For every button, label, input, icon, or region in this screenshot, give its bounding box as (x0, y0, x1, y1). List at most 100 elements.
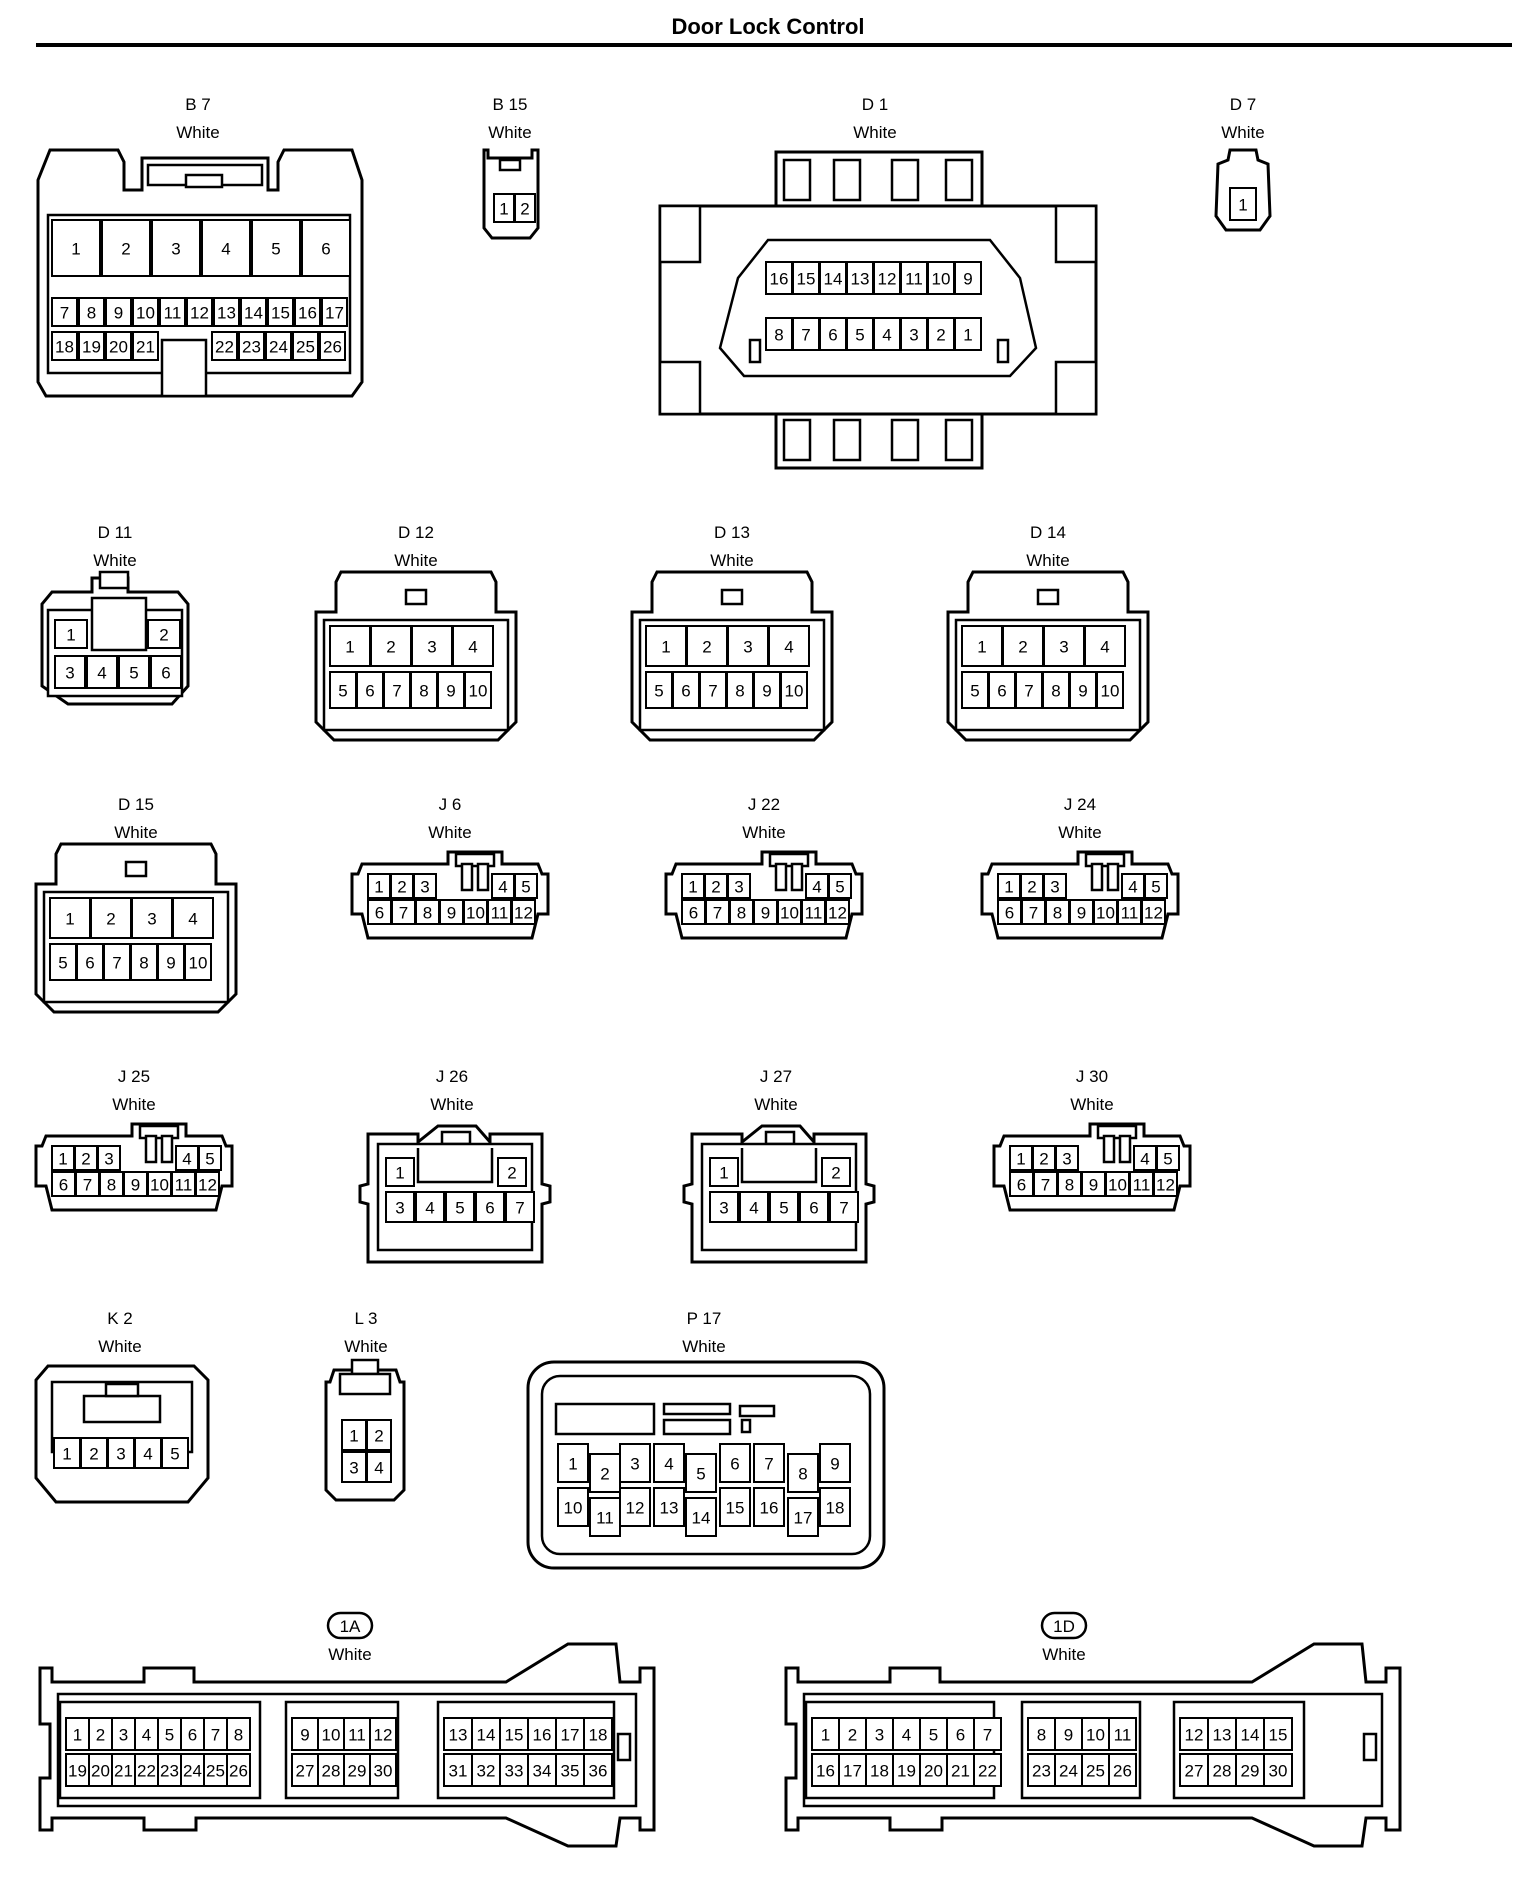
pin-cavity (739, 1191, 769, 1223)
pin-number: 31 (449, 1762, 468, 1781)
pin-cavity (366, 1419, 392, 1451)
lock-window (662, 1418, 732, 1436)
pin-number: 9 (114, 304, 123, 323)
pin-number: 5 (271, 240, 280, 259)
lock-arm (790, 862, 804, 892)
pin-cavity (645, 671, 673, 709)
pin-cavity (251, 219, 301, 277)
pin-number: 14 (244, 304, 263, 323)
pin-number: 23 (160, 1762, 179, 1781)
pin-cavity (150, 655, 182, 689)
pin-number: 6 (188, 1726, 197, 1745)
pin-number: 2 (936, 326, 945, 345)
lock-arm (1090, 862, 1104, 892)
pin-cavity (51, 297, 78, 327)
connector-id: J 24 (1064, 795, 1096, 814)
lock-latch (498, 158, 522, 172)
pin-number: 24 (269, 338, 288, 357)
pin-cavity (452, 625, 494, 667)
pin-number: 1 (395, 1164, 404, 1183)
pin-number: 3 (630, 1455, 639, 1474)
pin-number: 6 (828, 326, 837, 345)
pin-number: 8 (1051, 682, 1060, 701)
pin-number: 12 (1185, 1726, 1204, 1745)
connector-id: D 14 (1030, 523, 1066, 542)
pin-cavity (471, 1753, 501, 1787)
pin-cavity (80, 1437, 108, 1469)
pin-number: 3 (427, 638, 436, 657)
pin-cavity (226, 1717, 251, 1751)
pin-number: 7 (515, 1199, 524, 1218)
pin-cavity (583, 1717, 613, 1751)
pin-number: 9 (300, 1726, 309, 1745)
pin-number: 29 (1241, 1762, 1260, 1781)
key-slot (416, 1148, 494, 1184)
pin-number: 23 (242, 338, 261, 357)
pin-number: 11 (905, 270, 923, 289)
pin-number: 1 (963, 326, 972, 345)
lock-latch (1036, 588, 1060, 606)
pin-number: 6 (956, 1726, 965, 1745)
latch-window (782, 418, 812, 462)
pin-number: 5 (1163, 1150, 1172, 1169)
lock-arm (338, 1372, 392, 1396)
pin-number: 5 (654, 682, 663, 701)
pin-number: 7 (713, 904, 722, 923)
pin-number: 9 (166, 954, 175, 973)
pin-number: 3 (1059, 638, 1068, 657)
pin-cavity (753, 1487, 785, 1527)
pin-cavity (699, 671, 727, 709)
pin-number: 5 (855, 326, 864, 345)
pin-cavity (954, 261, 982, 295)
pin-cavity (1108, 1753, 1137, 1787)
pin-number: 32 (477, 1762, 496, 1781)
connector-id: J 22 (748, 795, 780, 814)
pin-cavity (1263, 1753, 1293, 1787)
pin-number: 11 (805, 904, 823, 923)
pin-number: 1 (661, 638, 670, 657)
pin-cavity (265, 331, 292, 361)
connector-id: J 6 (439, 795, 462, 814)
pin-number: 14 (692, 1509, 711, 1528)
pin-cavity (865, 1717, 894, 1751)
pin-number: 5 (338, 682, 347, 701)
pin-number: 6 (365, 682, 374, 701)
pin-number: 2 (121, 240, 130, 259)
pin-number: 11 (164, 304, 182, 323)
pin-number: 2 (374, 1427, 383, 1446)
side-rail (658, 204, 702, 264)
pin-cavity (799, 1191, 829, 1223)
guide-pin (748, 338, 762, 364)
lock-latch (764, 1130, 796, 1146)
pin-cavity (195, 1171, 220, 1197)
pin-cavity (846, 261, 874, 295)
pin-number: 1 (345, 638, 354, 657)
pin-cavity (653, 1443, 685, 1483)
pin-cavity (961, 671, 989, 709)
pin-number: 9 (1064, 1726, 1073, 1745)
pin-number: 12 (828, 904, 847, 923)
pin-number: 9 (447, 904, 456, 923)
pin-cavity (780, 671, 808, 709)
pin-cavity (101, 219, 151, 277)
connector-id: K 2 (107, 1309, 133, 1328)
pin-number: 15 (271, 304, 290, 323)
pin-number: 6 (1005, 904, 1014, 923)
lock-arm (774, 862, 788, 892)
pin-cavity (765, 261, 793, 295)
latch-window (890, 418, 920, 462)
pin-number: 4 (188, 910, 197, 929)
lock-window (738, 1404, 776, 1418)
pin-number: 7 (392, 682, 401, 701)
pin-number: 5 (205, 1150, 214, 1169)
pin-number: 18 (589, 1726, 608, 1745)
latch-window (944, 158, 974, 202)
pin-cavity (107, 1437, 135, 1469)
pin-cavity (792, 261, 820, 295)
pin-cavity (134, 1437, 162, 1469)
pin-number: 15 (505, 1726, 524, 1745)
